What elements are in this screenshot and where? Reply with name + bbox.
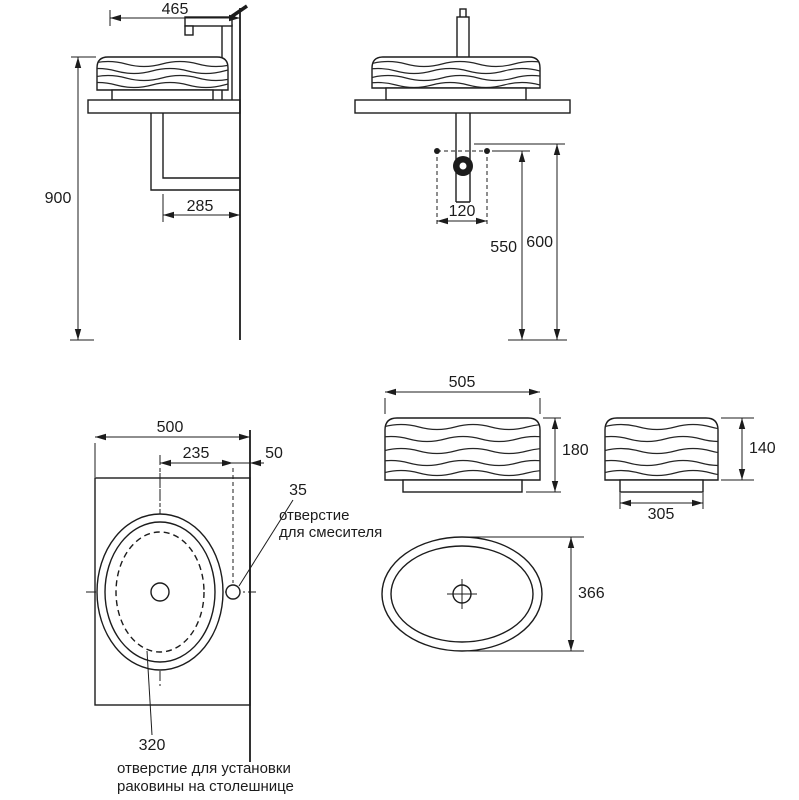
view-sink-front (384, 417, 541, 493)
dim-500: 500 (157, 419, 184, 436)
dimension-labels: 465 900 285 120 550 600 500 235 50 35 32… (45, 1, 776, 795)
sink-front-installed (371, 56, 541, 101)
faucet-nozzle (184, 25, 194, 36)
sink-rim-inner (104, 521, 216, 663)
sink-base (402, 479, 523, 493)
dim-180: 180 (562, 442, 589, 459)
drain-pipe-front (455, 113, 471, 203)
dim-235: 235 (183, 445, 210, 462)
label-mixer-hole-line1: отверстие (279, 507, 349, 524)
dim-120: 120 (449, 203, 476, 220)
leader-35 (238, 499, 294, 587)
sink-rim-inner (390, 545, 534, 643)
dim-50: 50 (265, 445, 283, 462)
dim-550: 550 (490, 239, 517, 256)
dimensions (70, 10, 754, 736)
view-sink-plan (381, 536, 543, 652)
sink-side (96, 56, 229, 101)
mixer-hole (225, 584, 241, 600)
countertop-side (87, 99, 241, 114)
faucet-front (456, 8, 470, 60)
sink-base (385, 87, 527, 101)
drain-pipe-side (150, 113, 240, 191)
view-sink-side (604, 417, 719, 493)
view-front-installation (354, 8, 571, 203)
mounting-dot-left (434, 148, 440, 154)
dim-505: 505 (449, 374, 476, 391)
dim-600: 600 (526, 234, 553, 251)
drain-plan (150, 582, 170, 602)
dim-900: 900 (45, 190, 72, 207)
drain-crosshair (447, 579, 477, 609)
dim-465: 465 (162, 1, 189, 18)
sink-base (111, 89, 214, 101)
dim-305: 305 (648, 506, 675, 523)
faucet-lever (230, 4, 248, 19)
countertop-front (354, 99, 571, 114)
dim-285: 285 (187, 198, 214, 215)
leader-320 (146, 650, 153, 736)
view-side-installation (87, 4, 248, 340)
view-plan (86, 430, 256, 762)
label-cutout-line2: раковины на столешнице (117, 778, 294, 795)
faucet-body (456, 16, 470, 60)
label-mixer-hole-line2: для смесителя (279, 524, 382, 541)
cutout-dashed-ellipse (115, 531, 205, 653)
label-cutout-line1: отверстие для установки (117, 760, 291, 777)
dim-140: 140 (749, 440, 776, 457)
dim-35: 35 (289, 482, 307, 499)
dim-320: 320 (139, 737, 166, 754)
sink-outline-outer (96, 513, 224, 671)
mounting-dot-right (484, 148, 490, 154)
trap-ring-center (459, 162, 467, 170)
dim-366: 366 (578, 585, 605, 602)
sink-base (619, 479, 704, 493)
